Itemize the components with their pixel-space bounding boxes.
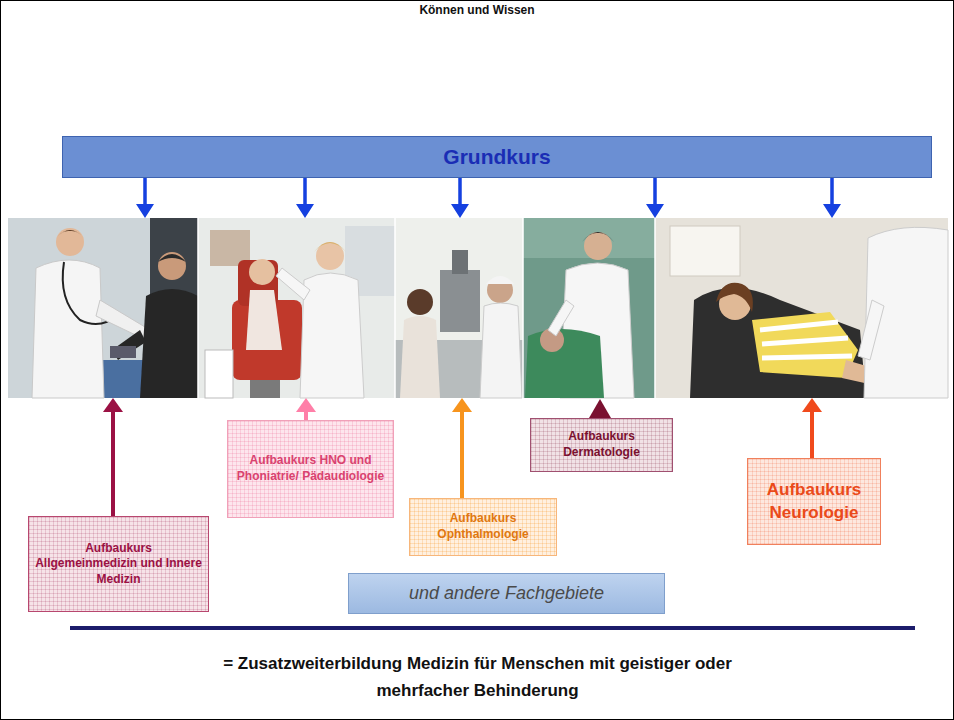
up-arrow — [460, 410, 464, 498]
course-box: Aufbaukurs Ophthalmologie — [409, 498, 557, 556]
photo-general-medicine — [110, 346, 136, 358]
note-box: und andere Fachgebiete — [348, 573, 665, 614]
photo-ent — [198, 218, 395, 398]
photo-neurology — [752, 312, 858, 378]
photo-ent — [300, 273, 364, 398]
photo-neurology — [716, 283, 753, 312]
course-box: Aufbaukurs Dermatologie — [530, 418, 673, 472]
down-arrow — [136, 178, 841, 218]
photo-general-medicine — [56, 230, 84, 238]
photo-ent — [246, 290, 282, 350]
up-arrow — [810, 410, 814, 458]
up-arrow — [111, 410, 115, 516]
box-label: Aufbaukurs Neurologie — [754, 479, 874, 523]
photo-general-medicine — [158, 252, 186, 280]
down-arrow — [145, 178, 832, 206]
course-box: Aufbaukurs Allgemeinmedizin und Innere M… — [28, 516, 209, 612]
photo-dermatology — [523, 218, 655, 398]
photo-ophthalmology — [395, 218, 523, 398]
photo-neurology — [655, 218, 948, 398]
photo-general-medicine — [158, 254, 186, 262]
photo-general-medicine — [140, 289, 198, 398]
separator-line — [70, 626, 915, 630]
photo-ophthalmology — [407, 289, 433, 315]
photo-dermatology — [523, 218, 655, 398]
box-label: und andere Fachgebiete — [409, 582, 604, 605]
photo-ent — [314, 242, 346, 252]
up-arrow — [296, 398, 316, 412]
box-label: Aufbaukurs HNO und Phoniatrie/ Pädaudiol… — [234, 453, 387, 484]
box-label: Grundkurs — [443, 143, 550, 170]
photo-general-medicine — [8, 218, 198, 398]
box-label: Aufbaukurs Ophthalmologie — [416, 511, 550, 542]
photo-ophthalmology — [452, 250, 468, 274]
up-arrow — [802, 398, 822, 412]
photo-general-medicine — [32, 260, 104, 398]
photo-divider — [198, 218, 655, 398]
photo-ent — [198, 218, 395, 398]
photo-ent — [205, 350, 233, 398]
up-arrow — [589, 399, 611, 418]
photo-ent — [250, 380, 280, 398]
up-arrow — [103, 398, 123, 412]
photo-neurology — [690, 288, 866, 398]
photo-ophthalmology — [440, 270, 480, 332]
photo-ent — [249, 259, 275, 285]
photo-neurology — [858, 300, 884, 360]
photo-ophthalmology — [486, 276, 514, 284]
photo-dermatology — [582, 232, 614, 242]
course-band: Grundkurs — [62, 136, 932, 178]
photo-divider — [198, 218, 655, 398]
diagram-title: Können und Wissen — [0, 3, 954, 17]
photo-ophthalmology — [400, 316, 440, 398]
down-arrow — [136, 204, 841, 218]
photo-dermatology — [584, 232, 612, 260]
photo-neurology — [655, 218, 948, 398]
separator-line — [70, 626, 915, 630]
up-arrow — [452, 398, 472, 412]
photo-dermatology — [525, 329, 604, 398]
box-label: Aufbaukurs Dermatologie — [537, 429, 666, 460]
photo-neurology — [760, 322, 852, 358]
photo-ent — [276, 268, 310, 300]
photo-general-medicine — [8, 218, 198, 398]
photo-ophthalmology — [480, 303, 522, 398]
photo-general-medicine — [56, 228, 84, 256]
photo-neurology — [670, 226, 740, 276]
photo-ophthalmology — [395, 218, 523, 398]
photo-dermatology — [548, 300, 574, 336]
course-box: Aufbaukurs HNO und Phoniatrie/ Pädaudiol… — [227, 420, 394, 518]
diagram-caption: = Zusatzweiterbildung Medizin für Mensch… — [190, 650, 765, 704]
photo-ophthalmology — [487, 277, 513, 303]
box-label: Aufbaukurs Allgemeinmedizin und Innere M… — [35, 541, 202, 588]
course-box: Aufbaukurs Neurologie — [747, 458, 881, 545]
